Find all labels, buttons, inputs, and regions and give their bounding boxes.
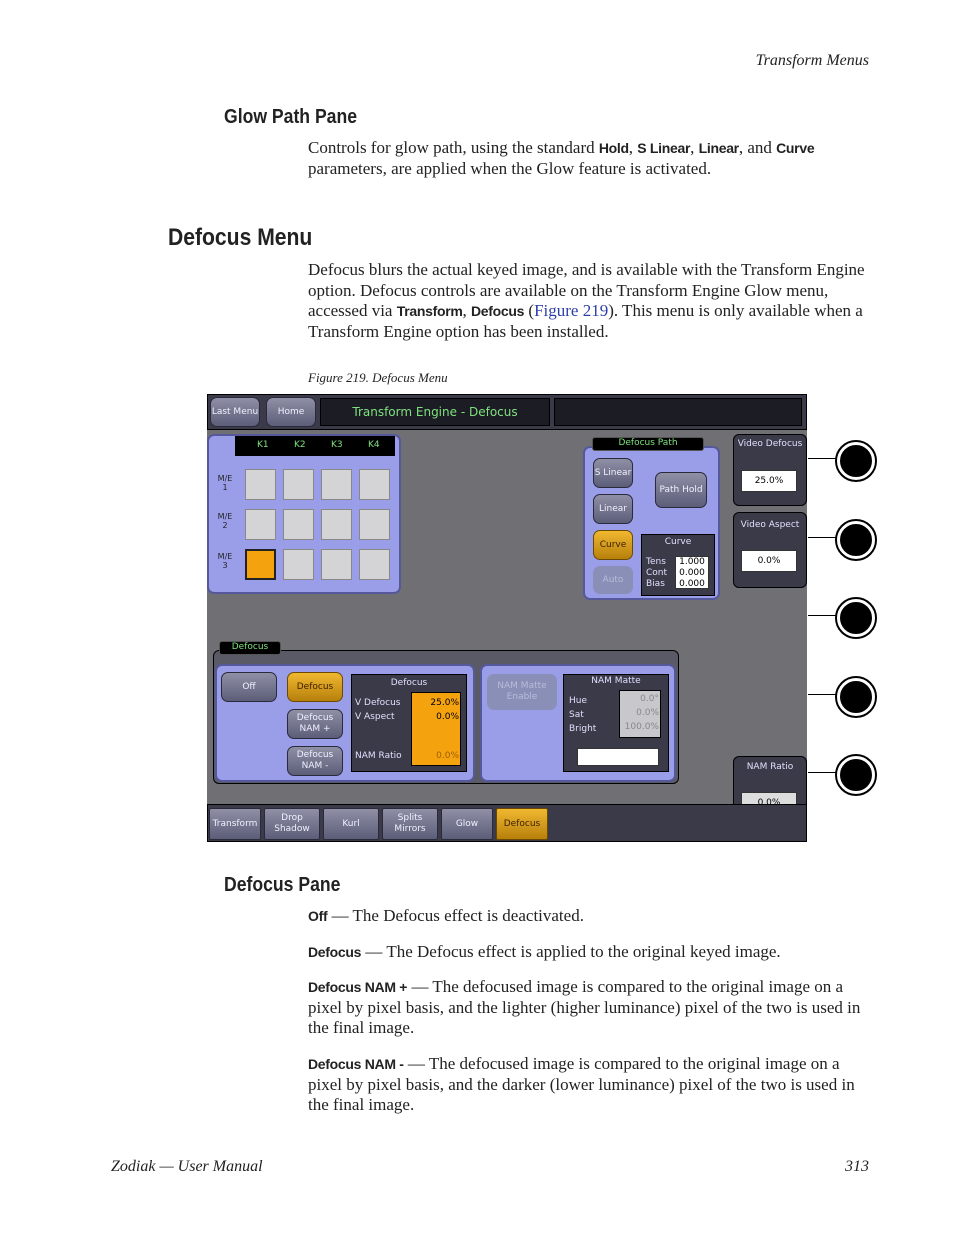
path-hold-button[interactable]: Path Hold <box>655 472 707 508</box>
last-menu-button[interactable]: Last Menu <box>210 397 260 427</box>
video-defocus-label: Video Defocus <box>737 439 803 449</box>
status-field <box>554 398 802 426</box>
keyer-label-4: K4 <box>368 440 380 450</box>
home-button[interactable]: Home <box>266 397 316 427</box>
knob-leader <box>808 458 836 459</box>
s-linear-button[interactable]: S Linear <box>593 458 633 488</box>
sat-label: Sat <box>569 710 584 720</box>
tab-drop-shadow[interactable]: Drop Shadow <box>264 808 320 840</box>
bright-label: Bright <box>569 724 597 734</box>
bias-value: 0.000 <box>679 579 705 589</box>
tab-kurl[interactable]: Kurl <box>323 808 379 840</box>
knob-icon[interactable] <box>835 519 877 561</box>
hue-value[interactable]: 0.0° <box>640 694 659 704</box>
def-item-defocus: Defocus — The Defocus effect is applied … <box>308 942 781 961</box>
knob-leader <box>808 615 836 616</box>
keyer-cell[interactable] <box>283 469 314 500</box>
knob-leader <box>808 694 836 695</box>
me-row-label-1: M/E 1 <box>217 474 233 492</box>
figure-caption: Figure 219. Defocus Menu <box>308 370 448 385</box>
def-item-off: Off — The Defocus effect is deactivated. <box>308 906 584 925</box>
curve-button[interactable]: Curve <box>593 530 633 560</box>
knob-icon[interactable] <box>835 676 877 718</box>
keyer-cell-selected[interactable] <box>245 549 276 580</box>
keyer-cell[interactable] <box>321 509 352 540</box>
video-aspect-label: Video Aspect <box>740 520 800 530</box>
tab-defocus[interactable]: Defocus <box>496 808 548 840</box>
tab-splits-mirrors[interactable]: Splits Mirrors <box>382 808 438 840</box>
bias-label: Bias <box>646 579 665 589</box>
keyer-cell[interactable] <box>283 549 314 580</box>
hue-label: Hue <box>569 696 588 706</box>
keyer-label-1: K1 <box>257 440 269 450</box>
defocus-menu-paragraph: Defocus blurs the actual keyed image, an… <box>308 260 865 341</box>
defocus-nam-minus-button[interactable]: Defocus NAM - <box>287 746 343 776</box>
video-defocus-value[interactable]: 25.0% <box>741 470 797 492</box>
keyer-cell[interactable] <box>321 469 352 500</box>
defocus-tag: Defocus <box>219 641 281 655</box>
knob-icon[interactable] <box>835 440 877 482</box>
defocus-button[interactable]: Defocus <box>287 672 343 702</box>
glow-path-heading: Glow Path Pane <box>224 106 358 128</box>
glow-path-paragraph: Controls for glow path, using the standa… <box>308 138 815 178</box>
cont-label: Cont <box>646 568 668 578</box>
keyer-cell[interactable] <box>245 469 276 500</box>
nam-ratio-label: NAM Ratio <box>746 762 794 772</box>
defocus-pane-heading: Defocus Pane <box>224 874 341 896</box>
nam-matte-enable-button[interactable]: NAM Matte Enable <box>487 674 557 710</box>
tab-transform[interactable]: Transform <box>209 808 261 840</box>
matte-color-swatch <box>577 748 659 766</box>
me-row-label-3: M/E 3 <box>217 552 233 570</box>
defocus-menu-heading: Defocus Menu <box>168 224 313 251</box>
figure-link[interactable]: Figure 219 <box>534 301 609 320</box>
defocus-path-tag: Defocus Path <box>592 437 704 451</box>
footer-title: Zodiak — User Manual <box>111 1158 263 1175</box>
off-button[interactable]: Off <box>221 672 277 702</box>
tens-value: 1.000 <box>679 557 705 567</box>
v-defocus-label: V Defocus <box>355 698 401 708</box>
v-aspect-value: 0.0% <box>436 712 459 722</box>
tens-label: Tens <box>646 557 666 567</box>
nam-ratio-inline-value: 0.0% <box>436 751 459 761</box>
defocus-value-area[interactable] <box>411 692 461 766</box>
v-defocus-value: 25.0% <box>430 698 459 708</box>
me-row-label-2: M/E 2 <box>217 512 233 530</box>
curve-box-label: Curve <box>664 537 692 547</box>
nam-ratio-inline-label: NAM Ratio <box>355 751 402 761</box>
defocus-menu-screenshot: Last Menu Home Transform Engine - Defocu… <box>207 394 807 842</box>
nam-matte-label: NAM Matte <box>591 676 641 686</box>
tab-glow[interactable]: Glow <box>441 808 493 840</box>
menu-title: Transform Engine - Defocus <box>320 398 550 426</box>
bright-value[interactable]: 100.0% <box>624 722 659 732</box>
running-head: Transform Menus <box>755 52 869 69</box>
keyer-cell[interactable] <box>245 509 276 540</box>
keyer-cell[interactable] <box>359 509 390 540</box>
cont-value: 0.000 <box>679 568 705 578</box>
curve-values[interactable]: 1.000 0.000 0.000 <box>675 556 709 589</box>
auto-button[interactable]: Auto <box>593 566 633 594</box>
video-aspect-value[interactable]: 0.0% <box>741 550 797 572</box>
def-item-nam-plus: Defocus NAM + — The defocused image is c… <box>308 977 861 1037</box>
knob-icon[interactable] <box>835 597 877 639</box>
sat-value[interactable]: 0.0% <box>636 708 659 718</box>
knob-leader <box>808 772 836 773</box>
linear-button[interactable]: Linear <box>593 494 633 524</box>
keyer-cell[interactable] <box>359 469 390 500</box>
keyer-cell[interactable] <box>359 549 390 580</box>
def-item-nam-minus: Defocus NAM - — The defocused image is c… <box>308 1054 855 1114</box>
knob-icon[interactable] <box>835 754 877 796</box>
knob-leader <box>808 537 836 538</box>
keyer-cell[interactable] <box>321 549 352 580</box>
defocus-box-label: Defocus <box>390 678 428 688</box>
keyer-cell[interactable] <box>283 509 314 540</box>
defocus-nam-plus-button[interactable]: Defocus NAM + <box>287 709 343 739</box>
keyer-label-3: K3 <box>331 440 343 450</box>
v-aspect-label: V Aspect <box>355 712 395 722</box>
keyer-label-2: K2 <box>294 440 306 450</box>
page-number: 313 <box>845 1158 869 1175</box>
